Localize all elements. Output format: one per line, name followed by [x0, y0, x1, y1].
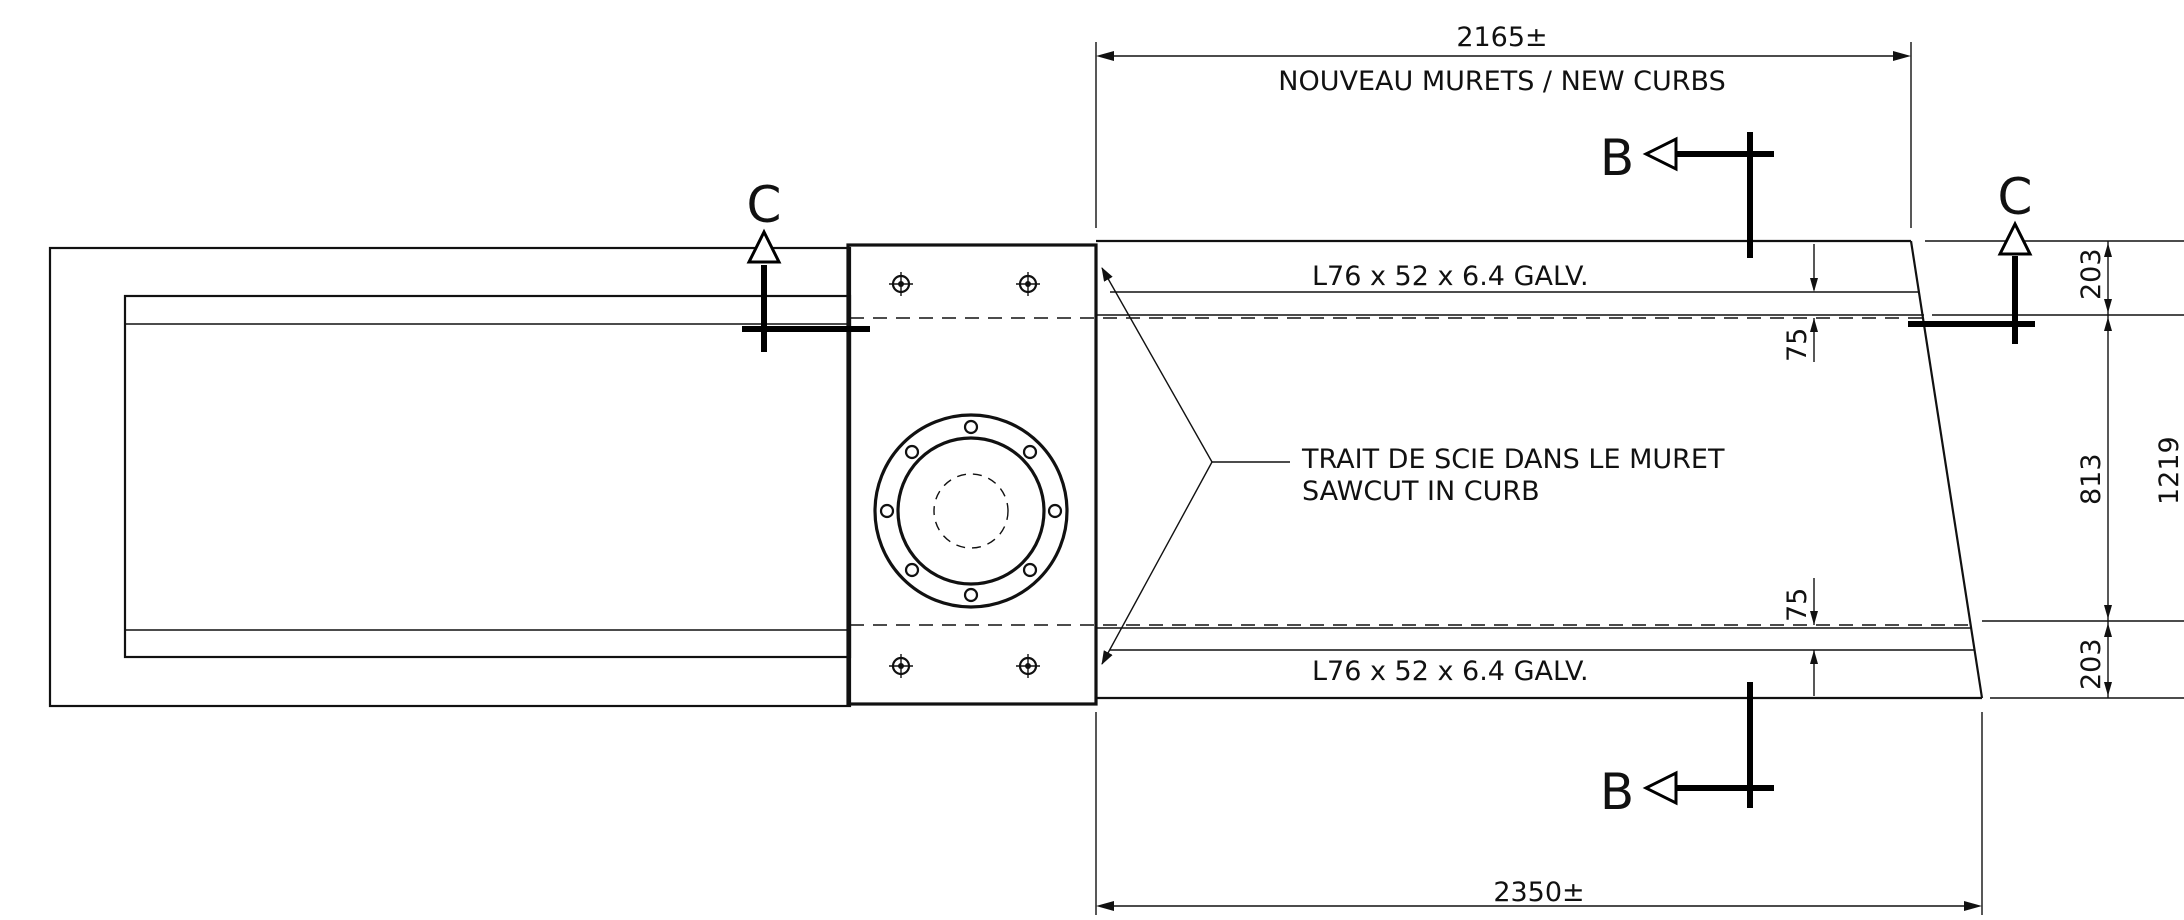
sawcut-leader: [1101, 267, 1290, 665]
dimension-overall-label: 1219: [2154, 436, 2184, 505]
dimension-offset-top: 75: [1782, 244, 1818, 362]
sawcut-note-en: SAWCUT IN CURB: [1302, 476, 1540, 507]
base-plate: [846, 243, 1098, 706]
section-letter-c-left: C: [747, 176, 782, 234]
dimension-edge-top-label: 203: [2076, 248, 2107, 300]
angle-label-bottom: L76 x 52 x 6.4 GALV.: [1312, 656, 1589, 687]
flange-bolts: [879, 419, 1063, 603]
existing-curb-outline: [48, 246, 852, 708]
sawcut-note-fr: TRAIT DE SCIE DANS LE MURET: [1301, 444, 1725, 475]
section-marker-c-left: C: [742, 176, 870, 352]
dimension-offset-bottom-label: 75: [1782, 588, 1813, 622]
section-letter-b-top: B: [1600, 129, 1634, 187]
dimension-bottom-label: 2350±: [1493, 877, 1584, 908]
dimension-right: 203 813 203 1219: [1925, 240, 2184, 699]
dimension-bottom: 2350±: [1095, 712, 1983, 915]
new-curb: [850, 239, 1984, 700]
anchor-bolt: [1016, 272, 1040, 296]
dimension-top-label: 2165±: [1456, 22, 1547, 53]
new-curbs-label: NOUVEAU MURETS / NEW CURBS: [1278, 66, 1725, 97]
dimension-middle-label: 813: [2076, 453, 2107, 505]
anchor-bolt: [1016, 654, 1040, 678]
section-marker-b-bottom: B: [1600, 682, 1774, 821]
section-marker-b-top: B: [1600, 129, 1774, 258]
dimension-offset-bottom: 75: [1782, 578, 1818, 696]
anchor-bolt: [889, 272, 913, 296]
flange: [873, 413, 1069, 609]
section-letter-c-right: C: [1998, 168, 2033, 226]
section-letter-b-bottom: B: [1600, 763, 1634, 821]
dimension-edge-bottom-label: 203: [2076, 638, 2107, 690]
section-marker-c-right: C: [1908, 168, 2035, 344]
dimension-offset-top-label: 75: [1782, 328, 1813, 362]
anchor-bolt: [889, 654, 913, 678]
dimension-top: 2165± NOUVEAU MURETS / NEW CURBS: [1095, 22, 1912, 228]
angle-label-top: L76 x 52 x 6.4 GALV.: [1312, 261, 1589, 292]
